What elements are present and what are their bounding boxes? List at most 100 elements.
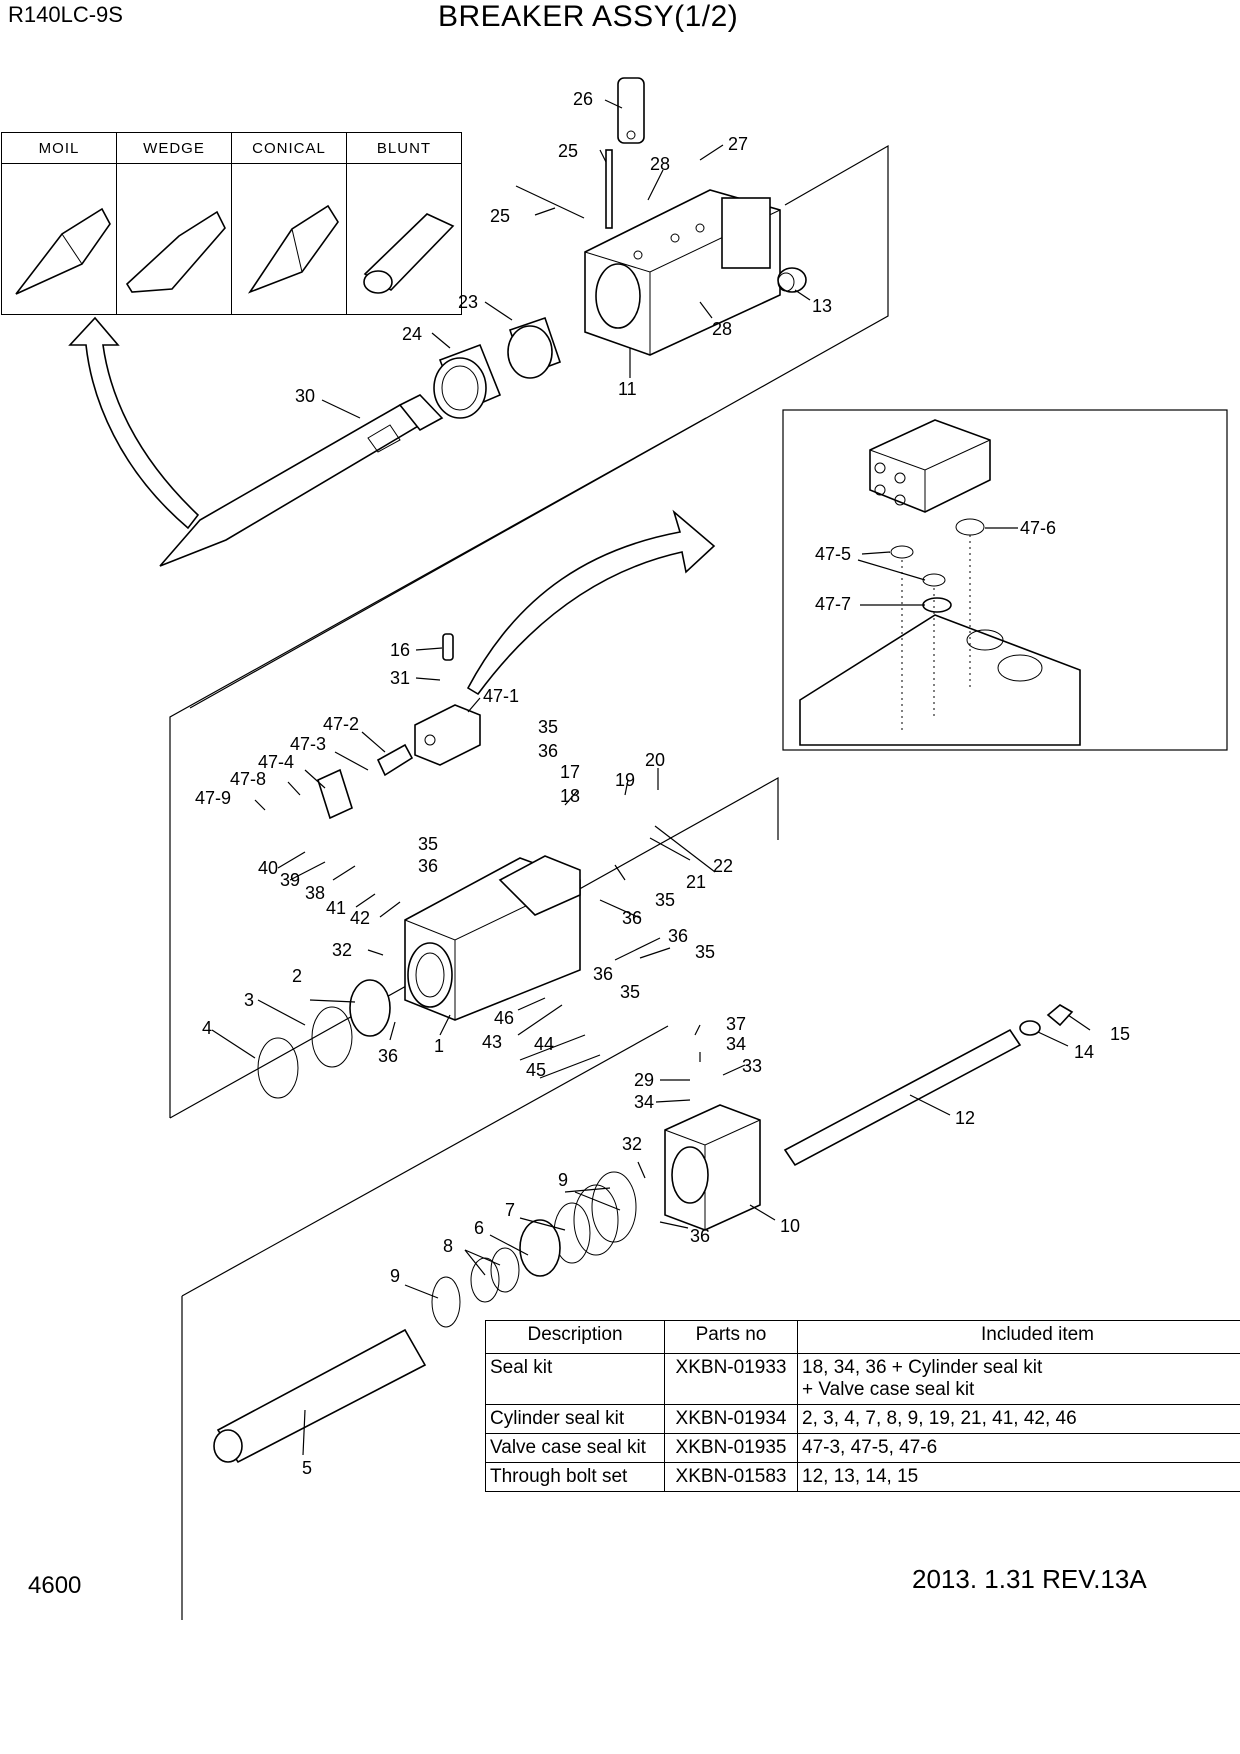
callout-25: 25 — [490, 206, 510, 226]
row-parts-no: XKBN-01934 — [664, 1404, 798, 1434]
tip-type-conical: CONICAL — [231, 132, 347, 164]
callout-6: 6 — [474, 1218, 484, 1238]
valve-detail-frame — [782, 409, 1228, 751]
callout-47-6: 47-6 — [1020, 518, 1056, 538]
row-description: Seal kit — [485, 1353, 665, 1405]
valve-case-10 — [664, 1104, 761, 1231]
seal-kit-table: Description Parts no Included item Seal … — [485, 1320, 1240, 1492]
row-description: Valve case seal kit — [485, 1433, 665, 1463]
callout-35: 35 — [538, 717, 558, 737]
cylinder-1 — [404, 855, 581, 1021]
front-head-11 — [584, 189, 781, 356]
model-number: R140LC-9S — [8, 2, 123, 27]
row-included: 2, 3, 4, 7, 8, 9, 19, 21, 41, 42, 46 — [797, 1404, 1240, 1434]
seal-rings-2-3-4 — [257, 979, 391, 1099]
callout-11: 11 — [618, 379, 637, 399]
row-parts-no: XKBN-01583 — [664, 1462, 798, 1492]
row-included: 18, 34, 36 + Cylinder seal kit + Valve c… — [797, 1353, 1240, 1405]
table-row: Valve case seal kit XKBN-01935 47-3, 47-… — [485, 1433, 1240, 1463]
seal-rings-7-8-9 — [431, 1171, 637, 1328]
callout-30: 30 — [295, 386, 315, 406]
callout-21: 21 — [686, 872, 706, 892]
callout-31: 31 — [390, 668, 410, 688]
callout-47-4: 47-4 — [258, 752, 294, 772]
callout-35: 35 — [655, 890, 675, 910]
callout-26: 26 — [573, 89, 593, 109]
blunt-tip-drawing — [346, 163, 462, 315]
callout-32: 32 — [332, 940, 352, 960]
callout-8: 8 — [443, 1236, 453, 1256]
piston-5 — [213, 1328, 427, 1464]
tip-type-wedge: WEDGE — [116, 132, 232, 164]
callout-3: 3 — [244, 990, 254, 1010]
through-bolt-12 — [783, 1004, 1074, 1167]
callout-18: 18 — [560, 786, 580, 806]
callout-12: 12 — [955, 1108, 975, 1128]
callout-25: 25 — [558, 141, 578, 161]
callout-14: 14 — [1074, 1042, 1094, 1062]
header-description: Description — [485, 1320, 665, 1354]
callout-42: 42 — [350, 908, 370, 928]
header-parts-no: Parts no — [664, 1320, 798, 1354]
row-included: 12, 13, 14, 15 — [797, 1462, 1240, 1492]
pins-25 — [515, 149, 613, 229]
wedge-tip-drawing — [116, 163, 232, 315]
chisel-30 — [159, 394, 444, 567]
callout-45: 45 — [526, 1060, 546, 1080]
row-parts-no: XKBN-01933 — [664, 1353, 798, 1405]
callout-23: 23 — [458, 292, 478, 312]
callout-labels: 26 25 28 27 25 23 24 13 28 11 30 47-6 47… — [195, 89, 1130, 1478]
callout-34: 34 — [726, 1034, 746, 1054]
callout-36: 36 — [668, 926, 688, 946]
bushing-24 — [433, 343, 502, 419]
bushing-13 — [777, 267, 807, 293]
table-row: Through bolt set XKBN-01583 12, 13, 14, … — [485, 1462, 1240, 1492]
callout-40: 40 — [258, 858, 278, 878]
callout-17: 17 — [560, 762, 580, 782]
callout-36: 36 — [378, 1046, 398, 1066]
row-included: 47-3, 47-5, 47-6 — [797, 1433, 1240, 1463]
callout-5: 5 — [302, 1458, 312, 1478]
moil-tip-drawing — [1, 163, 117, 315]
page-title: BREAKER ASSY(1/2) — [438, 0, 739, 33]
callout-36: 36 — [538, 741, 558, 761]
callout-15: 15 — [1110, 1024, 1130, 1044]
callout-9: 9 — [390, 1266, 400, 1286]
leader-lines — [211, 99, 1091, 1456]
tip-type-blunt: BLUNT — [346, 132, 462, 164]
conical-tip-drawing — [231, 163, 347, 315]
header-included-item: Included item — [797, 1320, 1240, 1354]
callout-22: 22 — [713, 856, 733, 876]
callout-34: 34 — [634, 1092, 654, 1112]
table-row: Seal kit XKBN-01933 18, 34, 36 + Cylinde… — [485, 1353, 1240, 1405]
valve-assembly-detail — [799, 419, 1081, 746]
callout-39: 39 — [280, 870, 300, 890]
callout-35: 35 — [620, 982, 640, 1002]
callout-20: 20 — [645, 750, 665, 770]
callout-47-5: 47-5 — [815, 544, 851, 564]
callout-47-3: 47-3 — [290, 734, 326, 754]
callout-28: 28 — [712, 319, 732, 339]
panel-frames — [169, 144, 1228, 1620]
revision-date: 2013. 1.31 REV.13A — [912, 1564, 1147, 1594]
callout-47-2: 47-2 — [323, 714, 359, 734]
callout-35: 35 — [695, 942, 715, 962]
plug-47-2 — [376, 743, 414, 777]
callout-47-8: 47-8 — [230, 769, 266, 789]
callout-9: 9 — [558, 1170, 568, 1190]
callout-35: 35 — [418, 834, 438, 854]
callout-36: 36 — [690, 1226, 710, 1246]
callout-47-1: 47-1 — [483, 686, 519, 706]
callout-16: 16 — [390, 640, 410, 660]
tip-type-moil: MOIL — [1, 132, 117, 164]
row-parts-no: XKBN-01935 — [664, 1433, 798, 1463]
page-number: 4600 — [28, 1572, 82, 1599]
bolt-16 — [442, 633, 454, 661]
cover-47-4 — [317, 768, 353, 820]
callout-38: 38 — [305, 883, 325, 903]
callout-43: 43 — [482, 1032, 502, 1052]
callout-32: 32 — [622, 1134, 642, 1154]
table-row: Cylinder seal kit XKBN-01934 2, 3, 4, 7,… — [485, 1404, 1240, 1434]
callout-27: 27 — [728, 134, 748, 154]
callout-36: 36 — [593, 964, 613, 984]
